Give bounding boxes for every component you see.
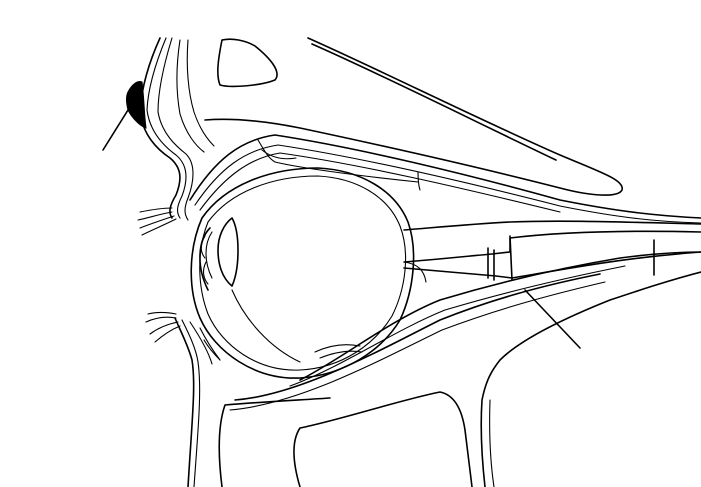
cornea-iris [200, 228, 212, 290]
orbital-roof [205, 38, 622, 195]
hyaloid-canal [232, 290, 300, 362]
lower-eyelashes [146, 313, 180, 343]
inferior-muscles [230, 252, 701, 410]
leader-line-inferior-muscle [525, 290, 580, 348]
superior-muscles [190, 135, 701, 223]
frontal-sinus [218, 39, 277, 86]
lens [218, 218, 238, 286]
leader-line-eyebrow [103, 110, 128, 150]
eyebrow-hair [127, 81, 147, 128]
upper-eyelid [140, 38, 214, 220]
optic-nerve [404, 221, 701, 282]
eyeball [191, 168, 413, 378]
upper-eyelashes [138, 208, 176, 235]
lower-eyelid [175, 318, 220, 487]
maxillary-region [219, 272, 701, 487]
